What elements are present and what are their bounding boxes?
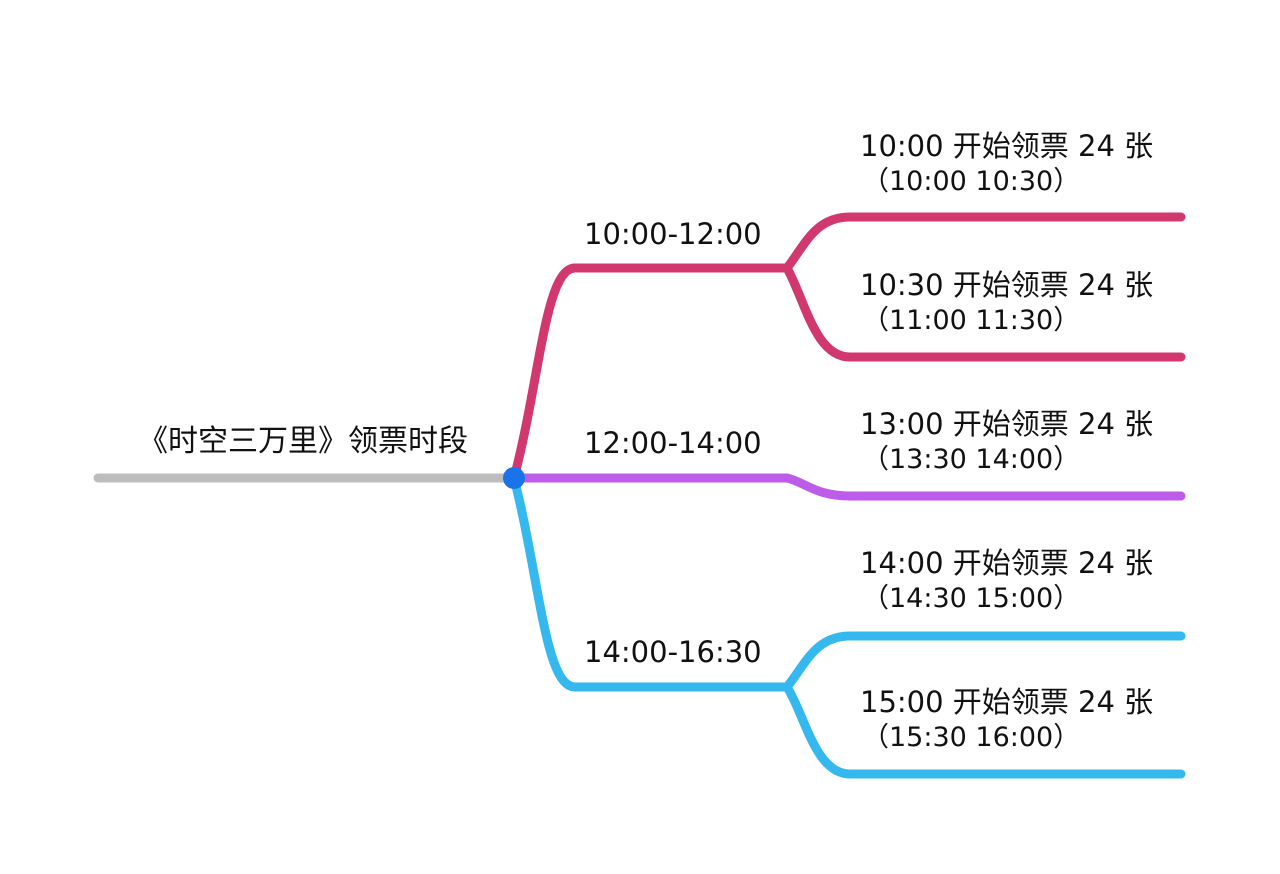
branch-3-topic[interactable]: 14:00-16:30: [584, 635, 762, 669]
leaf-2-1-connector: [782, 473, 1186, 501]
leaf-time-range: （10:00 10:30）: [862, 166, 1081, 197]
root-topic[interactable]: 《时空三万里》领票时段: [138, 424, 468, 459]
leaf-3-2-connector: [782, 682, 1186, 779]
leaf-time-range: （13:30 14:00）: [862, 444, 1081, 475]
branch-1-connector: [509, 263, 792, 483]
leaf-1-2-topic[interactable]: 10:30 开始领票 24 张 （11:00 11:30）: [860, 267, 1153, 339]
leaf-time-range: （15:30 16:00）: [862, 722, 1081, 753]
leaf-title: 14:00 开始领票 24 张: [860, 546, 1154, 580]
leaf-title: 13:00 开始领票 24 张: [860, 407, 1154, 441]
leaf-1-2-connector: [782, 263, 1186, 362]
leaf-2-1-topic[interactable]: 13:00 开始领票 24 张 （13:30 14:00）: [860, 406, 1153, 478]
leaf-title: 10:30 开始领票 24 张: [860, 268, 1154, 302]
root-node-dot[interactable]: [503, 467, 525, 489]
leaf-3-2-topic[interactable]: 15:00 开始领票 24 张 （15:30 16:00）: [860, 684, 1153, 756]
leaf-title: 15:00 开始领票 24 张: [860, 685, 1154, 719]
leaf-3-1-connector: [782, 631, 1186, 692]
leaf-1-1-connector: [782, 212, 1186, 273]
leaf-time-range: （11:00 11:30）: [862, 305, 1081, 336]
branch-1-topic[interactable]: 10:00-12:00: [584, 217, 762, 251]
branch-3-connector: [509, 473, 792, 692]
branch-2-topic[interactable]: 12:00-14:00: [584, 426, 762, 460]
leaf-title: 10:00 开始领票 24 张: [860, 129, 1154, 163]
leaf-3-1-topic[interactable]: 14:00 开始领票 24 张 （14:30 15:00）: [860, 545, 1153, 617]
leaf-1-1-topic[interactable]: 10:00 开始领票 24 张 （10:00 10:30）: [860, 128, 1153, 200]
leaf-time-range: （14:30 15:00）: [862, 583, 1081, 614]
